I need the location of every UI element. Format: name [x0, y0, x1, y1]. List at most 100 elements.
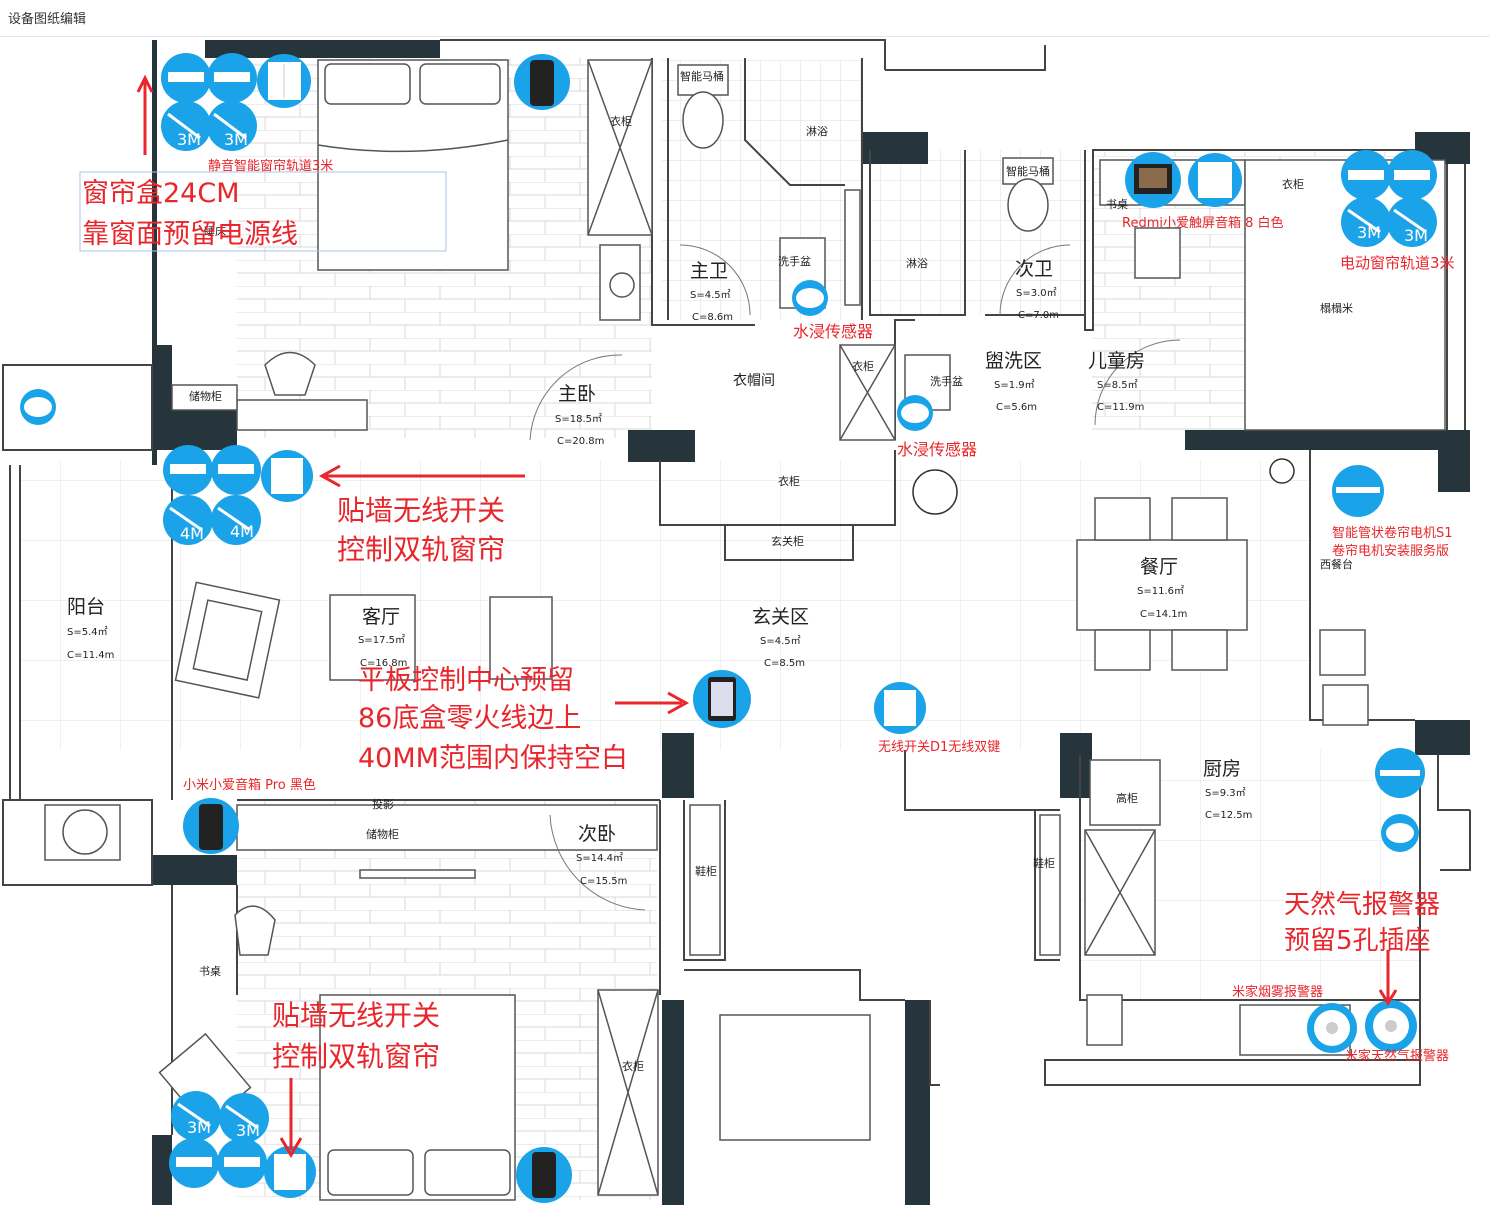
label-tatami: 榻榻米	[1320, 301, 1353, 315]
furniture	[44, 59, 1446, 1201]
curtain-track-rail-icon[interactable]	[219, 1093, 269, 1143]
label-tall-cab: 高柜	[1116, 791, 1138, 805]
arrow-left-icon	[318, 464, 525, 488]
label-gas-alarm: 米家天然气报警器	[1345, 1048, 1449, 1064]
room-kitchen-area: S=9.3㎡	[1205, 787, 1246, 799]
label-shower-1: 淋浴	[806, 125, 828, 138]
arrow-down-icon	[1378, 950, 1398, 1006]
label-wardrobe-2: 衣柜	[1282, 177, 1304, 191]
label-cloakroom: 衣帽间	[733, 373, 775, 389]
wireless-switch-icon[interactable]	[874, 682, 926, 734]
room-wash-name: 盥洗区	[985, 350, 1042, 372]
room-dining-name: 餐厅	[1140, 556, 1178, 578]
badge-3m: 3M	[1404, 226, 1428, 245]
note-tablet-1: 平板控制中心预留	[358, 665, 574, 696]
arrow-up-icon	[136, 74, 154, 155]
label-wireless-switch: 无线开关D1无线双键	[878, 740, 1000, 755]
tablet-icon[interactable]	[693, 670, 751, 728]
label-wardrobe-5: 衣柜	[622, 1059, 644, 1073]
speaker-icon[interactable]	[514, 54, 570, 110]
room-second-bath-perim: C=7.0m	[1018, 310, 1059, 321]
water-sensor-icon[interactable]	[20, 389, 56, 425]
room-living-perim: C=16.8m	[360, 658, 407, 669]
badge-3m: 3M	[224, 130, 248, 149]
smoke-alarm-icon[interactable]	[1307, 1003, 1357, 1053]
curtain-track-icon[interactable]	[211, 445, 261, 495]
label-basin-2: 洗手盆	[930, 374, 963, 388]
curtain-track-icon[interactable]	[207, 53, 257, 103]
room-master-bath-perim: C=8.6m	[692, 312, 733, 323]
room-foyer-name: 玄关区	[752, 606, 809, 628]
label-smart-toilet-1: 智能马桶	[680, 69, 724, 83]
note-wall-switch-1: 贴墙无线开关	[337, 494, 505, 527]
label-bed: 睡床	[204, 224, 226, 238]
label-water-sensor: 水浸传感器	[793, 322, 873, 341]
label-roller-motor-2: 卷帘电机安装服务版	[1332, 543, 1449, 559]
devices: 3M 3M 3M 3M	[20, 53, 1437, 1203]
wireless-switch-icon[interactable]	[257, 54, 311, 108]
label-wardrobe-4: 衣柜	[778, 474, 800, 488]
note-curtain-box-1: 窗帘盒24CM	[82, 178, 240, 209]
curtain-track-icon[interactable]	[1341, 150, 1391, 200]
badge-3m: 3M	[177, 130, 201, 149]
curtain-track-icon[interactable]	[1387, 150, 1437, 200]
annotations: 静音智能窗帘轨道3米 窗帘盒24CM 靠窗面预留电源线 Redmi小爱触屏音箱 …	[79, 74, 1455, 1158]
room-master-bed-name: 主卧	[558, 383, 596, 405]
water-sensor-icon[interactable]	[897, 395, 933, 431]
curtain-track-icon[interactable]	[161, 53, 211, 103]
room-master-bath-area: S=4.5㎡	[690, 289, 731, 301]
room-dining-area: S=11.6㎡	[1137, 585, 1184, 597]
badge-3m: 3M	[1357, 223, 1381, 242]
label-redmi-speaker: Redmi小爱触屏音箱 8 白色	[1122, 215, 1284, 231]
room-dining-perim: C=14.1m	[1140, 609, 1187, 620]
curtain-track-rail-icon[interactable]	[211, 495, 261, 545]
wireless-switch-icon[interactable]	[264, 1146, 316, 1198]
curtain-track-rail-icon[interactable]	[171, 1091, 221, 1141]
label-shoe-cab-1: 鞋柜	[695, 864, 717, 878]
gas-alarm-icon[interactable]	[1365, 1000, 1417, 1052]
room-balcony-name: 阳台	[67, 596, 105, 618]
label-shoe-cab-2: 鞋柜	[1033, 856, 1055, 870]
room-master-bed-perim: C=20.8m	[557, 436, 604, 447]
label-roller-motor-1: 智能管状卷帘电机S1	[1332, 525, 1453, 541]
curtain-track-icon[interactable]	[169, 1138, 219, 1188]
label-water-sensor: 水浸传感器	[897, 440, 977, 459]
room-balcony-area: S=5.4㎡	[67, 626, 108, 638]
speaker-icon[interactable]	[183, 798, 239, 854]
water-sensor-icon[interactable]	[1381, 814, 1419, 852]
label-electric-track: 电动窗帘轨道3米	[1340, 254, 1455, 272]
water-sensor-icon[interactable]	[792, 280, 828, 316]
curtain-track-icon[interactable]	[217, 1138, 267, 1188]
curtain-track-rail-icon[interactable]	[161, 101, 211, 151]
label-desk-1: 书桌	[1106, 198, 1128, 211]
label-xiaomi-speaker: 小米小爱音箱 Pro 黑色	[183, 777, 316, 793]
label-smart-toilet-2: 智能马桶	[1006, 164, 1050, 178]
wall-outlines	[2, 39, 1471, 1135]
roller-motor-icon[interactable]	[1375, 748, 1425, 798]
note-gas-1: 天然气报警器	[1284, 890, 1440, 920]
arrow-right-icon	[615, 691, 690, 715]
label-shower-2: 淋浴	[906, 257, 928, 270]
curtain-track-icon[interactable]	[163, 445, 213, 495]
wireless-switch-icon[interactable]	[1188, 153, 1242, 207]
room-second-bed-area: S=14.4㎡	[576, 852, 623, 864]
room-labels: 主卧 S=18.5㎡ C=20.8m 主卫 S=4.5㎡ C=8.6m 次卫 S…	[67, 258, 1252, 887]
arrow-down-icon	[279, 1078, 303, 1158]
curtain-track-rail-icon[interactable]	[207, 101, 257, 151]
label-foyer-cab: 玄关柜	[771, 534, 804, 548]
room-second-bed-name: 次卧	[578, 823, 616, 845]
curtain-track-rail-icon[interactable]	[163, 495, 213, 545]
curtain-track-rail-icon[interactable]	[1387, 197, 1437, 247]
room-foyer-area: S=4.5㎡	[760, 635, 801, 647]
roller-motor-icon[interactable]	[1332, 465, 1384, 517]
badge-3m: 3M	[236, 1121, 260, 1140]
room-kids-name: 儿童房	[1088, 350, 1145, 372]
label-west-counter: 西餐台	[1320, 557, 1353, 571]
room-balcony-perim: C=11.4m	[67, 650, 114, 661]
touchscreen-speaker-icon[interactable]	[1125, 152, 1181, 208]
speaker-icon[interactable]	[516, 1147, 572, 1203]
badge-3m: 3M	[187, 1118, 211, 1137]
wireless-switch-icon[interactable]	[261, 450, 313, 502]
curtain-track-rail-icon[interactable]	[1341, 197, 1391, 247]
walls	[152, 40, 1470, 1205]
